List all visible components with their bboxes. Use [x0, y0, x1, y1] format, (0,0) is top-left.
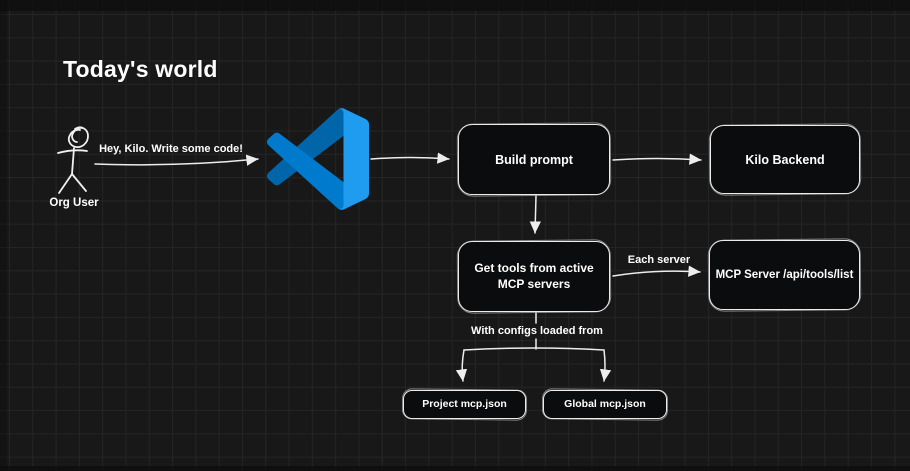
node-global-mcp-json-label: Global mcp.json [564, 397, 646, 410]
arrow-build-prompt-to-get-tools [529, 195, 541, 234]
vscode-logo-icon[interactable] [267, 108, 369, 210]
node-mcp-server-label: MCP Server /api/tools/list [715, 268, 854, 281]
edge-label-with-configs: With configs loaded from [471, 325, 603, 337]
canvas-bottom-shade [0, 466, 910, 471]
org-user-actor[interactable] [45, 122, 105, 200]
node-build-prompt-label: Build prompt [495, 152, 573, 167]
canvas-top-shade [0, 0, 910, 11]
node-kilo-backend[interactable]: Kilo Backend [710, 125, 860, 194]
node-get-tools-label: Get tools from active MCP servers [474, 261, 594, 291]
node-mcp-server[interactable]: MCP Server /api/tools/list [709, 240, 860, 310]
canvas-left-shade [0, 0, 7, 471]
arrow-to-project-mcp [455, 349, 468, 382]
edge-label-user-request: Hey, Kilo. Write some code! [99, 143, 243, 155]
node-project-mcp-json-label: Project mcp.json [422, 397, 507, 410]
node-kilo-backend-label: Kilo Backend [745, 152, 825, 167]
actor-label: Org User [49, 197, 99, 209]
arrow-get-tools-to-mcp-server [612, 265, 701, 277]
arrow-build-prompt-to-kilo-backend [612, 153, 702, 165]
stick-figure-icon [57, 126, 89, 194]
node-build-prompt[interactable]: Build prompt [458, 124, 610, 195]
edge-label-each-server: Each server [627, 254, 691, 266]
diagram-title: Today's world [63, 56, 218, 82]
arrow-to-global-mcp [599, 349, 612, 382]
arrow-configs-branch-bar [463, 347, 605, 351]
arrow-vscode-to-build-prompt [370, 152, 450, 164]
node-get-tools[interactable]: Get tools from active MCP servers [458, 241, 610, 312]
node-global-mcp-json[interactable]: Global mcp.json [543, 390, 667, 419]
node-project-mcp-json[interactable]: Project mcp.json [403, 390, 526, 419]
arrow-user-to-vscode [94, 154, 259, 166]
